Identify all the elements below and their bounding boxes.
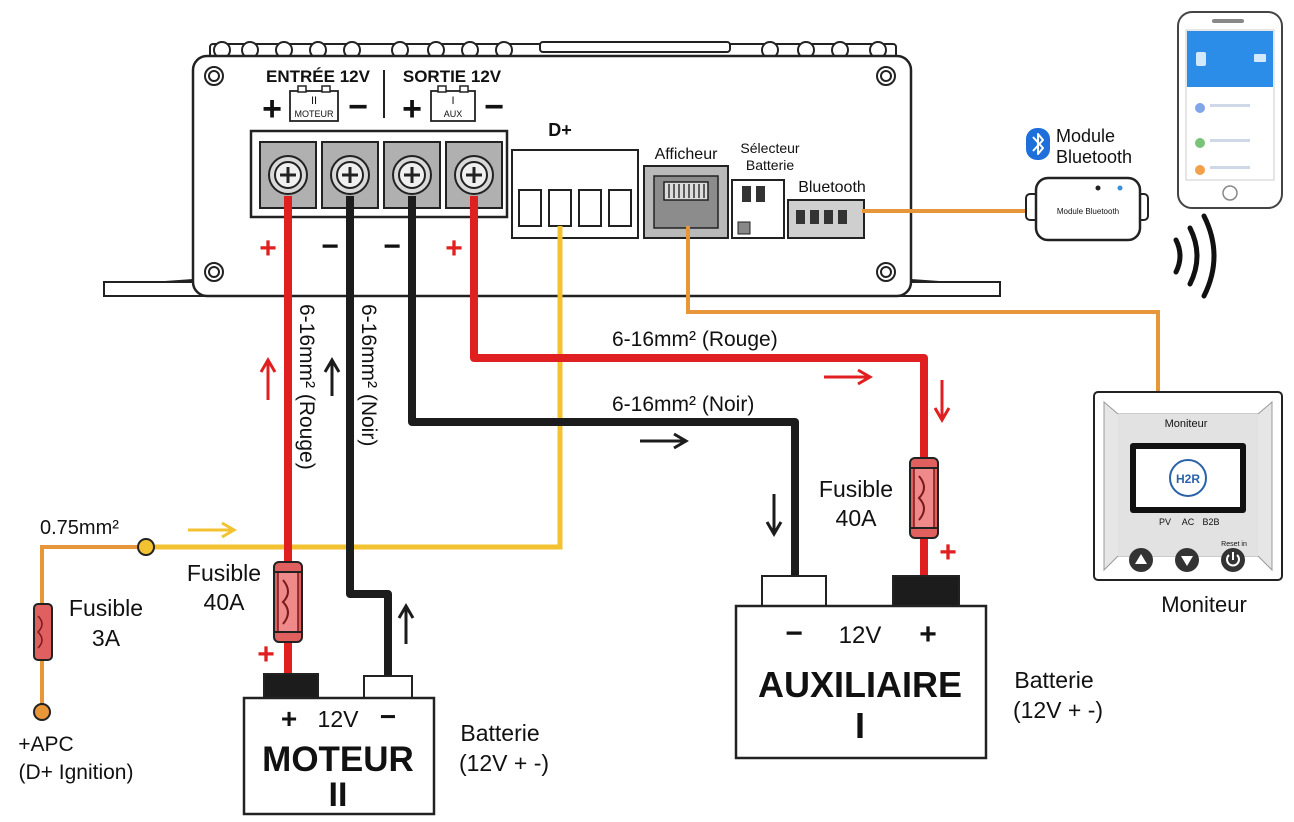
engine-black-cable <box>346 196 392 676</box>
input-minus-sign: − <box>348 88 368 126</box>
engine-battery-number: II <box>329 776 348 814</box>
output-plus-sign: + <box>402 90 422 128</box>
input-label: ENTRÉE 12V <box>266 67 371 86</box>
bluetooth-icon <box>1026 128 1050 160</box>
monitor-caption: Moniteur <box>1161 592 1247 617</box>
engine-battery-name: MOTEUR <box>262 740 414 779</box>
d-plus-connector <box>511 149 639 239</box>
output-label: SORTIE 12V <box>403 67 502 86</box>
aux-battery-plus: + <box>919 618 937 651</box>
engine-fuse <box>273 561 303 643</box>
engine-battery-caption-1: Batterie <box>460 720 539 746</box>
wireless-signal-icon <box>1173 213 1217 299</box>
aux-battery-number: I <box>855 705 865 746</box>
small-fuse-label-1: Fusible <box>69 595 143 621</box>
engine-battery-plus: + <box>281 703 297 734</box>
polarity-mark-3: − <box>383 230 401 263</box>
monitor-logo: H2R <box>1176 472 1200 486</box>
aux-battery-caption-2: (12V + -) <box>1013 697 1103 723</box>
junction-dot <box>137 538 155 556</box>
svg-text:MOTEUR: MOTEUR <box>295 109 334 119</box>
polarity-mark-1: + <box>259 232 277 265</box>
monitor-panel <box>1093 391 1283 581</box>
smartphone <box>1177 11 1283 209</box>
small-fuse-label-2: 3A <box>92 625 121 651</box>
svg-text:II: II <box>311 95 317 107</box>
bluetooth-port <box>787 199 865 239</box>
bluetooth-module-title-2: Bluetooth <box>1056 147 1132 167</box>
terminal-block <box>249 129 509 219</box>
engine-battery-minus: − <box>380 701 396 732</box>
input-plus-sign: + <box>262 90 282 128</box>
aux-fuse-label-1: Fusible <box>819 476 893 502</box>
terminal-aux-minus <box>383 141 441 209</box>
display-rj-port <box>643 165 729 239</box>
aux-black-cable <box>408 196 799 578</box>
engine-battery <box>242 673 436 816</box>
svg-text:I: I <box>451 95 454 107</box>
engine-fuse-label-1: Fusible <box>187 560 261 586</box>
black-horizontal-wire-label: 6-16mm² (Noir) <box>612 393 754 416</box>
battery-selector-switch[interactable] <box>731 179 785 239</box>
engine-battery-caption-2: (12V + -) <box>459 750 549 776</box>
up-triangle-icon <box>1135 554 1147 564</box>
engine-fuse-label-2: 40A <box>204 589 246 615</box>
monitor-b2b-label: B2B <box>1202 517 1219 527</box>
small-fuse <box>33 603 53 661</box>
monitor-pv-label: PV <box>1159 517 1171 527</box>
polarity-mark-4: + <box>445 232 463 265</box>
input-battery-badge: II MOTEUR <box>289 85 339 122</box>
power-icon <box>1226 552 1240 567</box>
monitor-reset-label: Reset in <box>1221 541 1247 548</box>
polarity-mark-2: − <box>321 230 339 263</box>
selector-label-2: Batterie <box>746 157 794 173</box>
monitor-cable <box>686 226 1160 392</box>
red-horizontal-wire-label: 6-16mm² (Rouge) <box>612 328 778 351</box>
ignition-label-1: +APC <box>18 733 73 756</box>
engine-battery-voltage: 12V <box>318 706 360 732</box>
display-port-label: Afficheur <box>655 146 719 163</box>
selector-label-1: Sélecteur <box>740 140 799 156</box>
terminal-engine-minus <box>321 141 379 209</box>
monitor-ac-label: AC <box>1182 517 1195 527</box>
aux-battery-minus: − <box>785 617 803 650</box>
engine-fuse-plus: + <box>257 638 275 671</box>
aux-battery-caption-1: Batterie <box>1014 667 1093 693</box>
aux-fuse-plus: + <box>939 536 957 569</box>
d-plus-wire-label: 0.75mm² <box>40 517 119 539</box>
ignition-label-2: (D+ Ignition) <box>19 761 134 784</box>
output-battery-badge: I AUX <box>430 85 476 122</box>
aux-fuse <box>909 457 939 539</box>
flow-arrows <box>188 357 951 644</box>
monitor-header: Moniteur <box>1165 418 1208 430</box>
red-vertical-wire-label: 6-16mm² (Rouge) <box>295 304 318 470</box>
aux-battery-voltage: 12V <box>839 622 882 649</box>
aux-fuse-label-2: 40A <box>836 505 878 531</box>
black-vertical-wire-label: 6-16mm² (Noir) <box>357 304 380 446</box>
aux-battery-name: AUXILIAIRE <box>758 664 962 705</box>
output-minus-sign: − <box>484 88 504 126</box>
aux-battery <box>734 575 988 760</box>
svg-text:AUX: AUX <box>444 109 463 119</box>
d-plus-label: D+ <box>548 120 572 140</box>
down-triangle-icon <box>1181 556 1193 566</box>
ignition-terminal-dot <box>33 703 51 721</box>
bluetooth-module-label: Module Bluetooth <box>1057 207 1119 216</box>
bluetooth-port-label: Bluetooth <box>798 179 866 196</box>
bluetooth-module-title-1: Module <box>1056 126 1115 146</box>
bluetooth-module <box>1025 176 1149 242</box>
